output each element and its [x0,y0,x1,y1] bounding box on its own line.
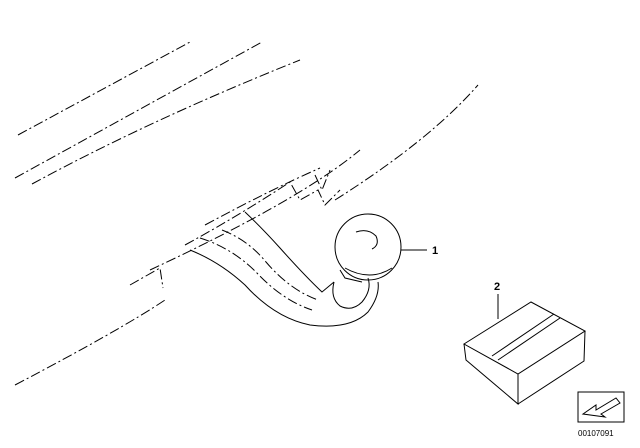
arrow-icon [581,397,621,418]
callout-2: 2 [494,281,500,319]
callout-label-2: 2 [494,281,500,293]
bumper-outline [14,41,479,386]
tow-ball [334,213,402,281]
tow-hook-neck [189,211,379,327]
callout-1: 1 [401,245,438,257]
doc-arrow [577,391,625,423]
callout-label-1: 1 [432,245,438,257]
parts-box [463,301,586,406]
document-id: 00107091 [578,429,614,438]
